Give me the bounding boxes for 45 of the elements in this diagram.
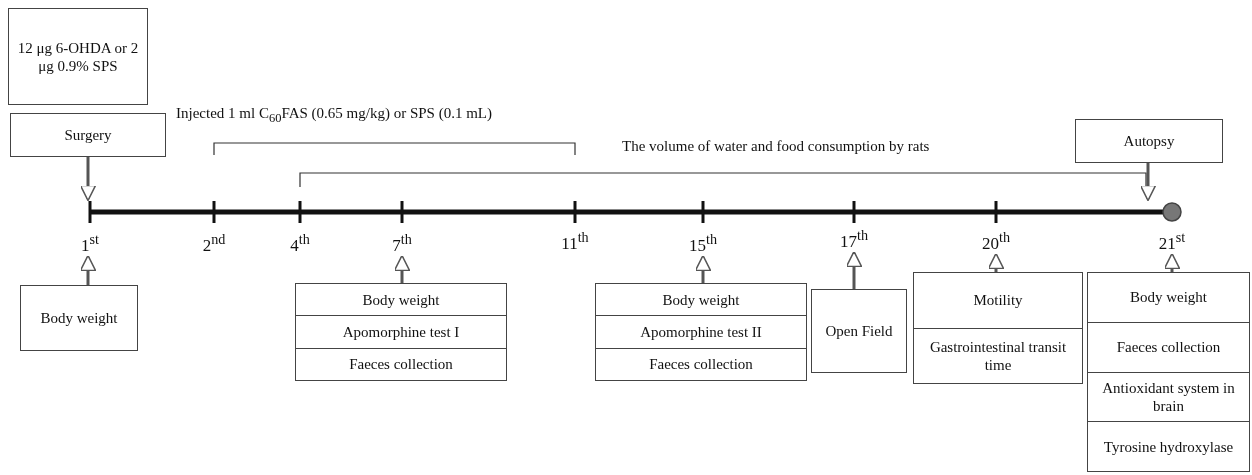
box-text: Faeces collection [649, 355, 753, 374]
arrow [1163, 252, 1181, 272]
box-text: 1$^{st}$ [81, 230, 99, 256]
arrow [845, 250, 863, 289]
measurement-table [295, 283, 507, 381]
box-text: Body weight [362, 290, 440, 309]
box-text: 12 μg 6-OHDA or 2 μg 0.9% SPS [16, 38, 140, 75]
box-text: Open Field [825, 322, 893, 340]
box-text: 20$^{th}$ [982, 228, 1010, 254]
box-text: 17$^{th}$ [840, 226, 868, 252]
box-text: Antioxidant system in brain [1101, 378, 1236, 415]
bracket-label: Injected 1 ml C$_{60}$FAS (0.65 mg/kg) or SPS (0.1 mL) [176, 105, 492, 126]
callout-box [20, 285, 138, 351]
box-text: Motility [973, 291, 1023, 310]
box-text: Gastrointestinal transit time [928, 337, 1068, 374]
box-text: 21$^{st}$ [1158, 228, 1186, 254]
arrow [987, 252, 1005, 272]
box-text: Autopsy [1123, 132, 1175, 150]
box-text: Surgery [64, 126, 112, 144]
callout-box [1075, 119, 1223, 163]
note-box [8, 8, 148, 105]
measurement-table [913, 272, 1083, 384]
arrow [79, 157, 97, 202]
box-text: Body weight [662, 290, 740, 309]
box-text: Apomorphine test II [640, 323, 762, 341]
box-text: 11$^{th}$ [561, 228, 589, 254]
box-text: 15$^{th}$ [689, 230, 717, 256]
box-text: Body weight [40, 309, 118, 327]
measurement-table [1087, 272, 1250, 472]
box-text: Body weight [1129, 288, 1208, 307]
callout-box [811, 289, 907, 373]
box-text: 2$^{nd}$ [202, 230, 226, 256]
box-text: Faeces collection [349, 355, 453, 374]
arrow [694, 254, 712, 283]
bracket-label: The volume of water and food consumption by rats [622, 138, 930, 155]
box-text: Faeces collection [1116, 338, 1221, 357]
arrow [1139, 163, 1157, 202]
callout-box [10, 113, 166, 157]
box-text: Apomorphine test I [342, 323, 460, 341]
box-text: 7$^{th}$ [392, 230, 412, 256]
box-text: Tyrosine hydroxylase [1103, 437, 1234, 456]
arrow [393, 254, 411, 283]
arrow [79, 254, 97, 285]
measurement-table [595, 283, 807, 381]
box-text: 4$^{th}$ [290, 230, 310, 256]
